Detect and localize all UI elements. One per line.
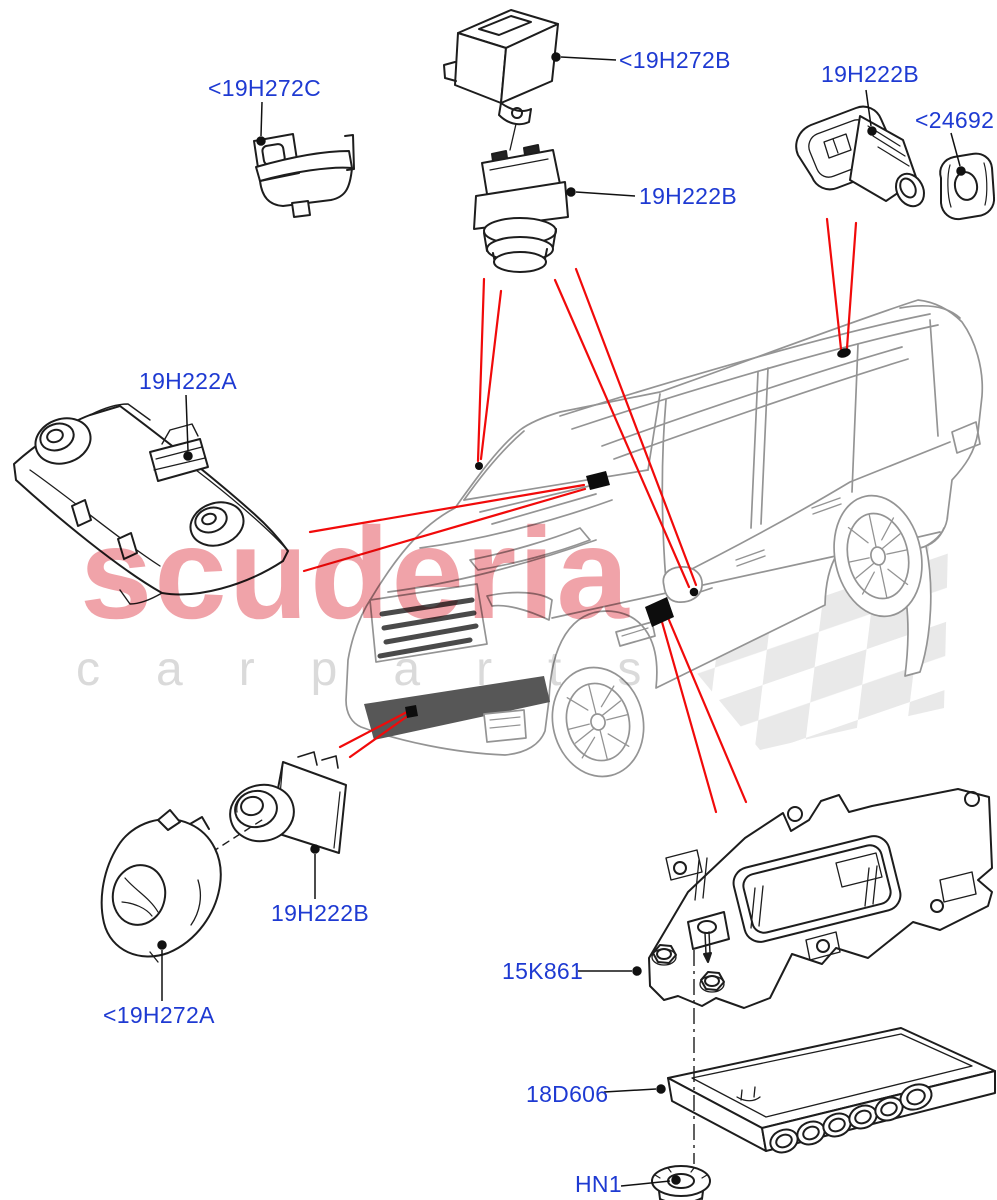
part-label-19h222b-front[interactable]: 19H222B [639,183,738,209]
part-label-19h222b-side[interactable]: 19H222B [271,900,370,926]
part-label-19h222a[interactable]: 19H222A [139,368,238,394]
part-label-19h272b[interactable]: <19H272B [619,47,731,73]
mount-point-markers [405,348,851,718]
part-label-19h272c[interactable]: <19H272C [208,75,322,101]
part-art-grommet [939,152,996,221]
locator-lines [302,217,858,814]
part-art-bracket-module [648,788,993,1009]
part-art-cover-side-camera [100,809,222,963]
part-label-19h272a[interactable]: <19H272A [103,1002,215,1028]
part-label-24692[interactable]: <24692 [915,107,995,133]
part-label-15k861[interactable]: 15K861 [502,958,584,984]
part-label-18d606[interactable]: 18D606 [526,1081,609,1107]
label-leader-lines [157,52,966,1187]
part-art-camera-side [211,751,347,854]
part-art-camera-rear [795,105,925,208]
part-art-cover-front-camera [443,9,559,151]
part-label-19h222b-rear[interactable]: 19H222B [821,61,920,87]
part-art-bracket-front-camera [253,133,355,218]
part-art-camera-tailgate [13,403,289,605]
part-art-camera-front [473,144,569,273]
part-art-nut [651,1165,711,1200]
part-label-hn1[interactable]: HN1 [575,1171,622,1197]
part-art-module [667,1027,996,1154]
